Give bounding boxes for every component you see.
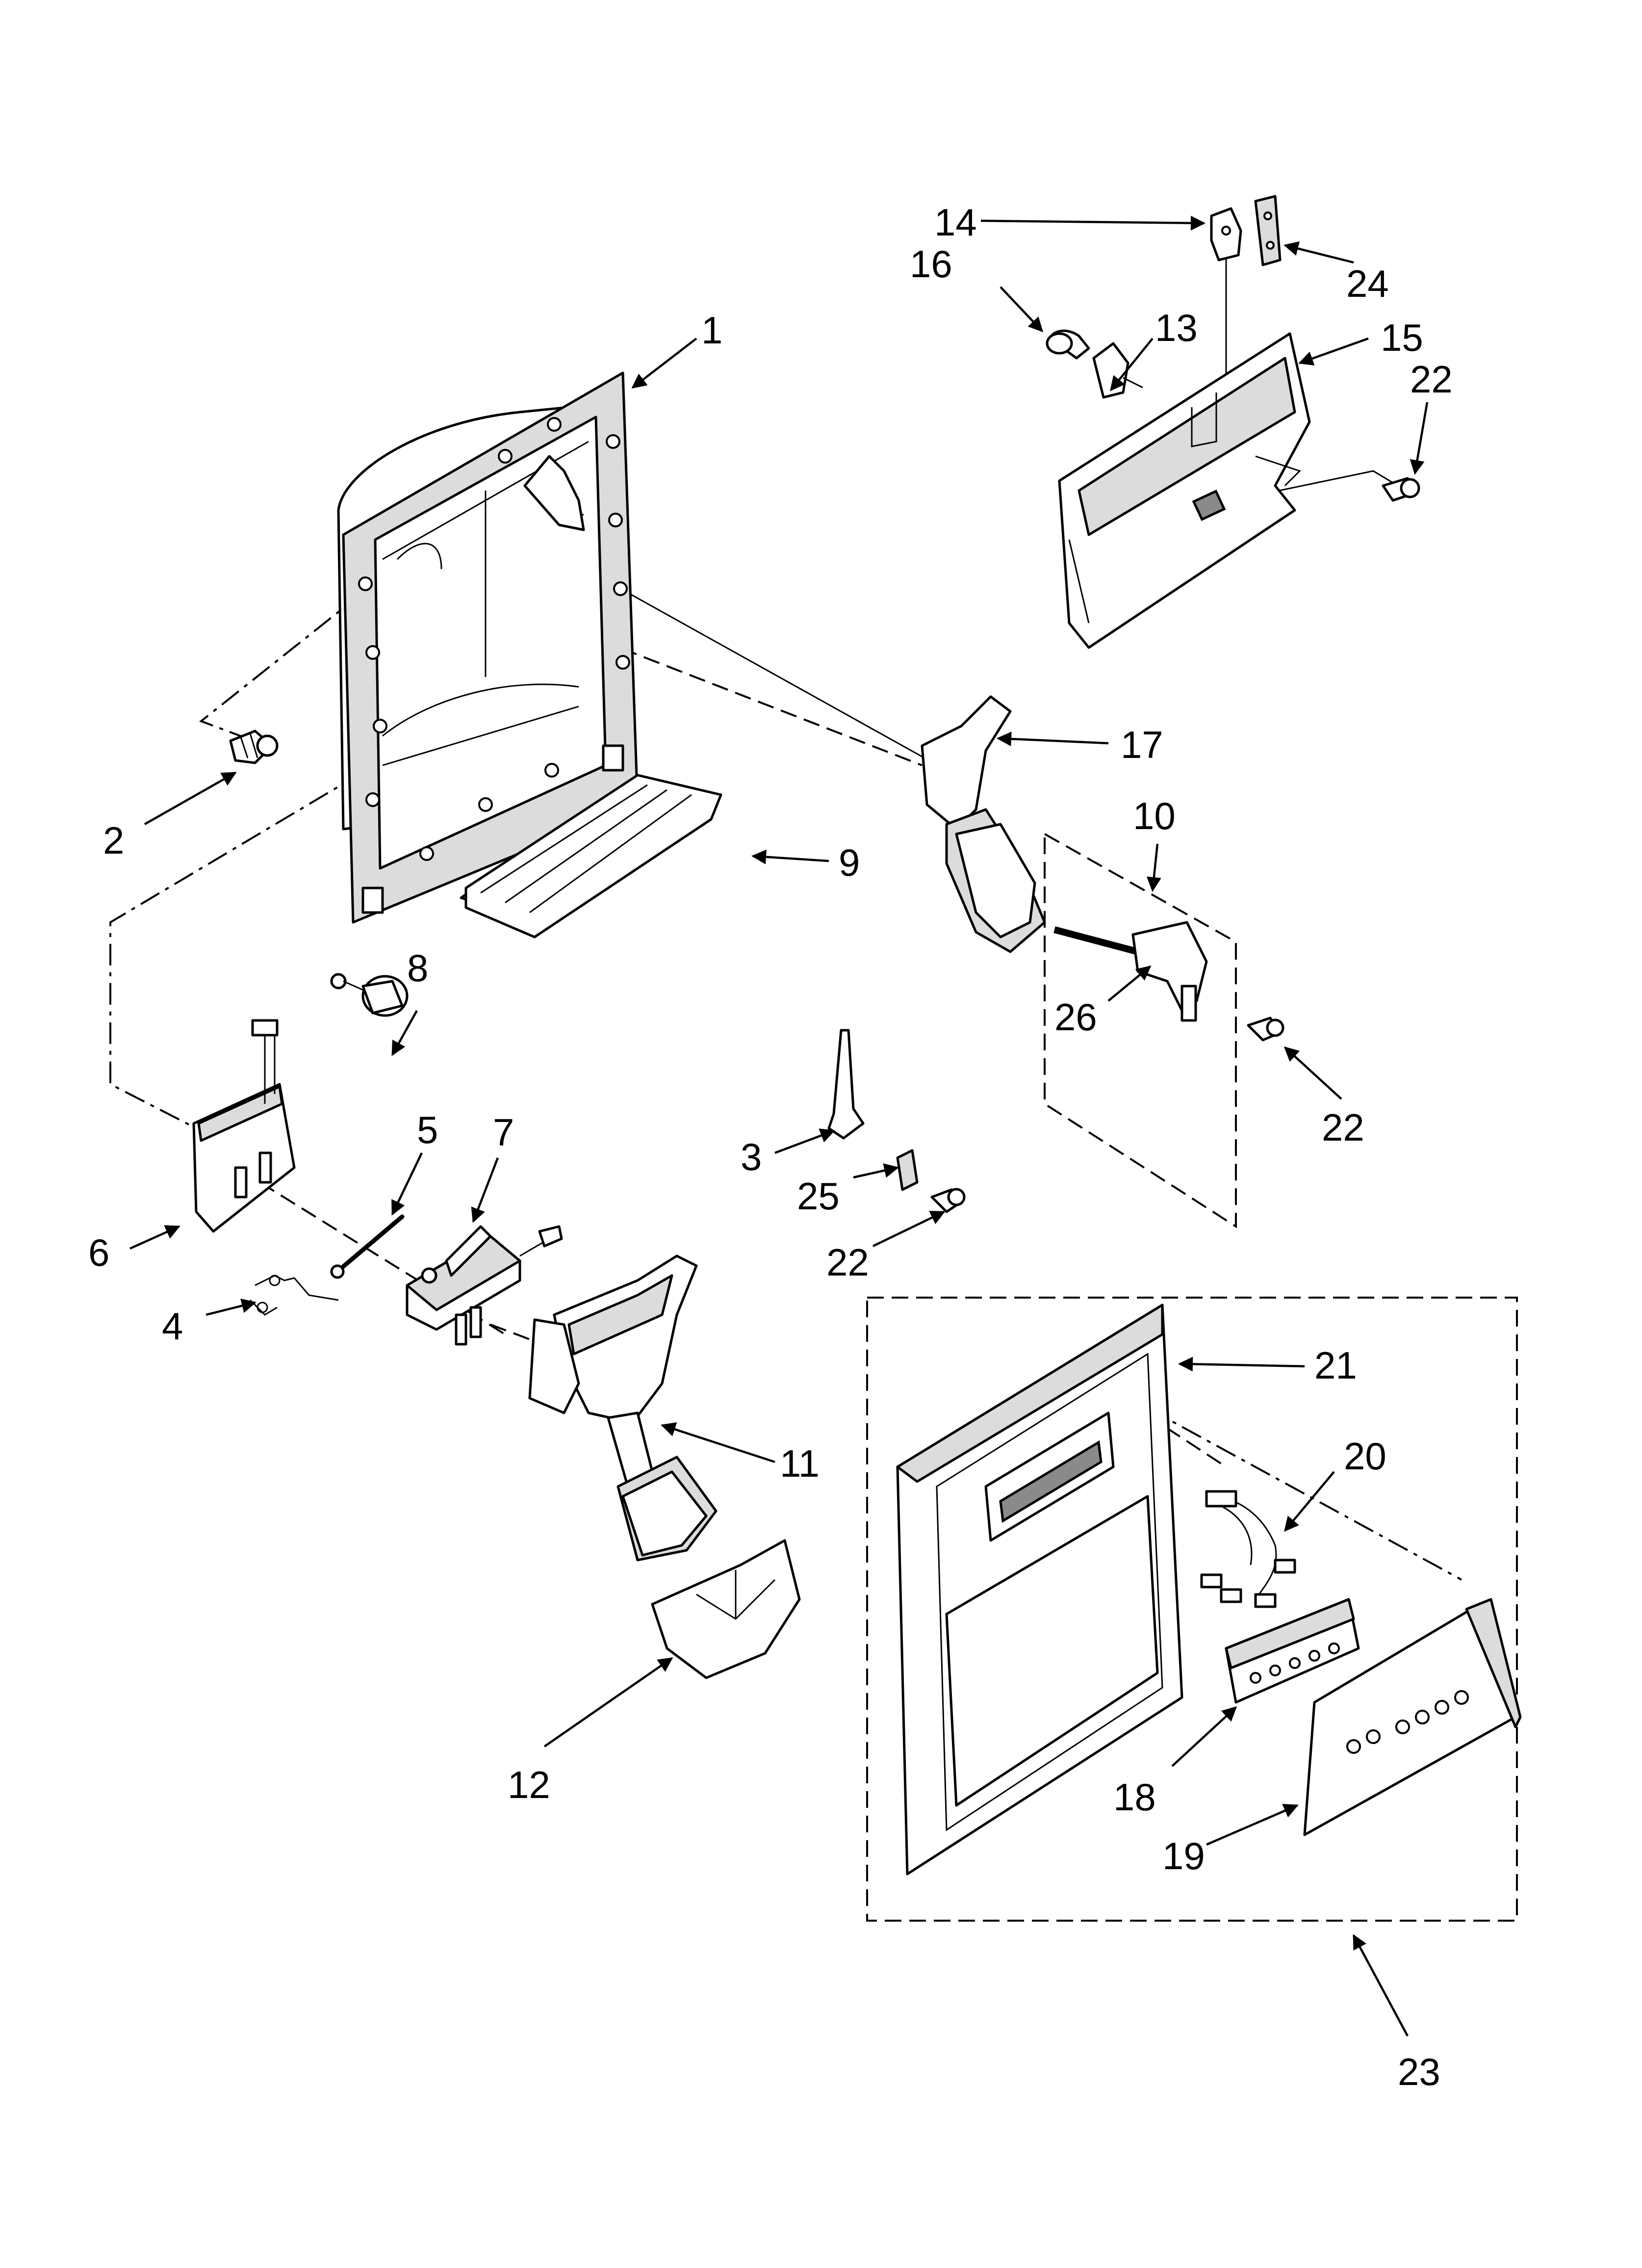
part-24-plate [1254, 195, 1282, 266]
callout-labels: 1 2 3 4 5 6 7 8 9 10 11 12 13 14 15 16 1… [88, 201, 1453, 2093]
part-3-clip [827, 1029, 865, 1140]
callout-20: 20 [1344, 1434, 1386, 1478]
part-20-wire-harness [1200, 1490, 1296, 1608]
callout-9: 9 [839, 841, 860, 884]
callout-6: 6 [88, 1231, 109, 1274]
part-12-chute [651, 1539, 801, 1679]
part-13-socket [1092, 342, 1143, 399]
callout-3: 3 [741, 1135, 762, 1178]
callout-26: 26 [1054, 995, 1097, 1039]
part-19-control-cover [1303, 1598, 1522, 1836]
callout-leaders [129, 215, 1429, 2037]
part-22-screw-middle [930, 1188, 966, 1213]
callout-15: 15 [1381, 316, 1423, 359]
callout-24: 24 [1346, 262, 1389, 305]
callout-1: 1 [701, 309, 722, 352]
part-21-front-panel [896, 1303, 1183, 1876]
callout-11: 11 [780, 1442, 820, 1485]
callout-19: 19 [1162, 1834, 1205, 1877]
callout-23: 23 [1398, 2050, 1440, 2093]
part-6-switch-assembly [192, 1019, 296, 1233]
part-25-plate [896, 1149, 919, 1191]
callout-25: 25 [797, 1174, 840, 1218]
callout-22-top: 22 [1410, 358, 1453, 401]
callout-18: 18 [1113, 1775, 1156, 1819]
part-2-screw [229, 730, 279, 764]
callout-8: 8 [407, 946, 428, 990]
callout-12: 12 [508, 1763, 550, 1806]
part-15-bracket [1058, 332, 1311, 649]
callout-22-middle: 22 [826, 1241, 869, 1284]
callout-16: 16 [910, 242, 952, 286]
part-17-lever-arm [921, 695, 1046, 953]
part-5-pin [330, 1214, 405, 1279]
part-22-screw-right [1247, 1017, 1284, 1042]
callout-13: 13 [1155, 306, 1198, 349]
part-1-dispenser-housing [337, 371, 639, 924]
part-7-actuator [406, 1225, 563, 1346]
part-4-spring [249, 1275, 339, 1316]
callout-17: 17 [1121, 723, 1163, 766]
callout-22-right: 22 [1322, 1106, 1364, 1149]
callout-14: 14 [934, 201, 977, 244]
part-16-bulb [1046, 329, 1090, 360]
part-8-solenoid [330, 973, 409, 1017]
part-18-control-board [1225, 1598, 1360, 1704]
part-9-drip-tray [460, 774, 722, 938]
callout-4: 4 [162, 1304, 183, 1348]
callout-21: 21 [1314, 1344, 1357, 1387]
part-11-ice-lever [528, 1254, 718, 1562]
callout-7: 7 [493, 1111, 514, 1154]
part-14-switch [1210, 207, 1242, 261]
callout-5: 5 [417, 1108, 438, 1151]
callout-2: 2 [103, 819, 124, 862]
part-22-screw-top [1382, 477, 1420, 502]
callout-10: 10 [1133, 794, 1176, 837]
